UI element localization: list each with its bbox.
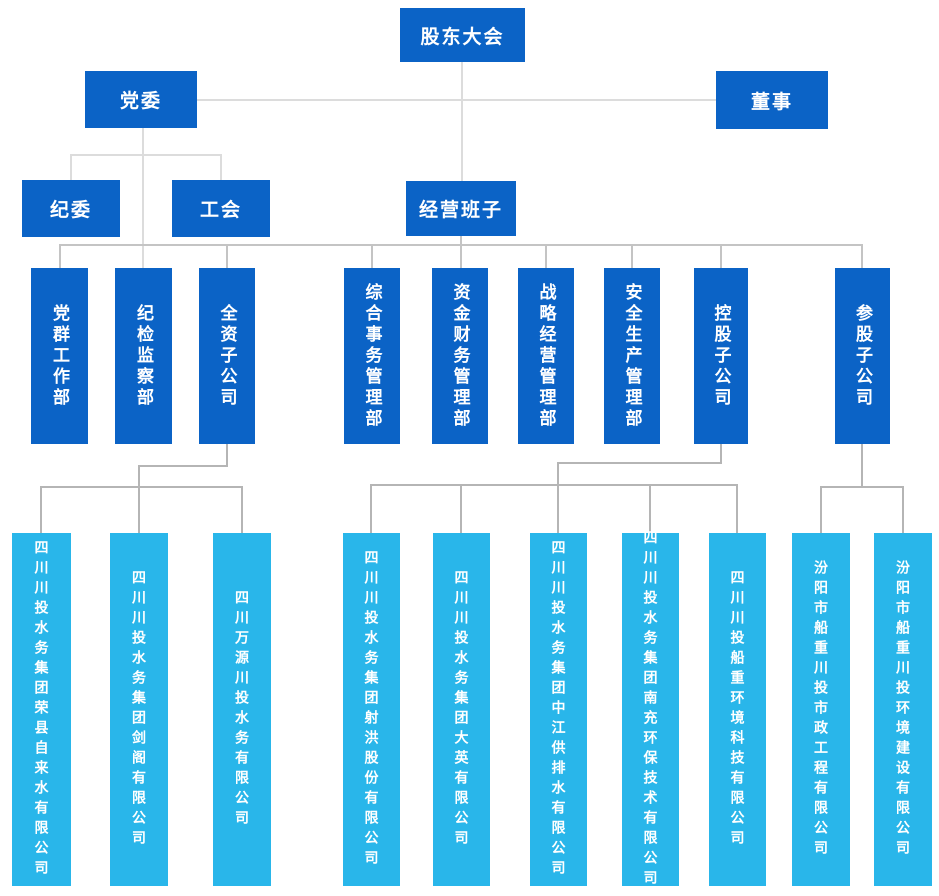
org-node-shareholders-meeting: 股东大会: [400, 8, 525, 62]
org-node-dept-fund-finance: 资金财务管理部: [432, 268, 488, 444]
org-node-label: 四川川投水务集团荣县自来水有限公司: [33, 539, 50, 880]
connector-line: [371, 244, 373, 268]
org-node-sub-rongxian-water: 四川川投水务集团荣县自来水有限公司: [12, 533, 71, 886]
connector-line: [720, 244, 722, 268]
connector-line: [861, 244, 863, 268]
org-node-party-committee: 党委: [85, 71, 197, 128]
connector-line: [460, 484, 462, 533]
org-node-label: 纪检监察部: [134, 303, 153, 409]
org-node-label: 纪委: [49, 200, 92, 221]
org-node-sub-jiange: 四川川投水务集团剑阁有限公司: [110, 533, 168, 886]
org-node-sub-chuanzhong-env-tech: 四川川投船重环境科技有限公司: [709, 533, 766, 886]
org-node-sub-fenyang-env-construction: 汾阳市船重川投环境建设有限公司: [874, 533, 932, 886]
org-node-labor-union: 工会: [172, 180, 270, 237]
org-node-label: 全资子公司: [217, 303, 237, 409]
connector-line: [40, 486, 243, 488]
connector-line: [59, 244, 61, 268]
org-node-label: 党群工作部: [50, 303, 69, 409]
connector-line: [461, 62, 463, 181]
connector-line: [649, 484, 651, 533]
connector-line: [370, 484, 372, 533]
org-node-label: 四川万源川投水务有限公司: [234, 589, 250, 830]
org-node-dept-party-mass-work: 党群工作部: [31, 268, 88, 444]
org-node-directors: 董事: [716, 71, 828, 129]
connector-line: [861, 444, 863, 488]
org-node-label: 党委: [119, 91, 162, 112]
org-node-dept-general-affairs: 综合事务管理部: [344, 268, 400, 444]
connector-line: [736, 484, 738, 533]
org-node-sub-zhongjiang: 四川川投水务集团中江供排水有限公司: [530, 533, 587, 886]
org-node-label: 经营班子: [418, 200, 503, 221]
org-node-sub-shehong: 四川川投水务集团射洪股份有限公司: [343, 533, 400, 886]
org-node-label: 参股子公司: [853, 303, 872, 409]
org-node-label: 四川川投船重环境科技有限公司: [729, 569, 746, 850]
connector-line: [720, 444, 722, 464]
org-node-label: 资金财务管理部: [450, 282, 470, 430]
org-node-dept-discipline-inspection: 纪检监察部: [115, 268, 172, 444]
connector-line: [138, 465, 228, 467]
connector-line: [902, 486, 904, 533]
org-node-participating-subsidiaries: 参股子公司: [835, 268, 890, 444]
connector-line: [40, 486, 42, 533]
connector-line: [197, 99, 716, 101]
connector-line: [820, 486, 904, 488]
connector-line: [545, 244, 547, 268]
org-node-dept-strategic-operation: 战略经营管理部: [518, 268, 574, 444]
org-node-label: 工会: [199, 200, 242, 221]
connector-line: [631, 244, 633, 268]
org-node-label: 四川川投水务集团剑阁有限公司: [131, 569, 147, 850]
org-node-label: 四川川投水务集团中江供排水有限公司: [550, 539, 567, 880]
org-node-holding-subsidiaries: 控股子公司: [694, 268, 748, 444]
connector-line: [460, 236, 462, 268]
connector-line: [820, 486, 822, 533]
connector-line: [226, 244, 228, 268]
org-node-label: 汾阳市船重川投环境建设有限公司: [895, 559, 911, 860]
connector-line: [138, 465, 140, 533]
org-node-label: 四川川投水务集团射洪股份有限公司: [363, 549, 380, 870]
org-node-label: 战略经营管理部: [536, 282, 556, 430]
org-node-label: 董事: [750, 91, 793, 113]
org-node-label: 四川川投水务集团南充环保技术有限公司: [642, 529, 659, 890]
connector-line: [70, 154, 222, 156]
org-node-discipline-committee: 纪委: [22, 180, 120, 237]
org-node-label: 综合事务管理部: [362, 282, 382, 430]
connector-line: [226, 444, 228, 467]
org-node-sub-nanchong-env: 四川川投水务集团南充环保技术有限公司: [622, 530, 679, 890]
connector-line: [557, 462, 559, 533]
org-node-dept-safety-production: 安全生产管理部: [604, 268, 660, 444]
org-node-label: 汾阳市船重川投市政工程有限公司: [813, 559, 829, 860]
org-node-label: 股东大会: [420, 26, 505, 48]
connector-line: [241, 486, 243, 533]
connector-line: [220, 154, 222, 180]
connector-line: [557, 462, 722, 464]
org-node-sub-daying: 四川川投水务集团大英有限公司: [433, 533, 490, 886]
org-node-wholly-owned-subsidiaries: 全资子公司: [199, 268, 255, 444]
org-node-label: 安全生产管理部: [622, 282, 642, 430]
connector-line: [142, 128, 144, 268]
connector-line: [370, 484, 738, 486]
connector-line: [70, 154, 72, 180]
connector-line: [59, 244, 863, 246]
org-node-sub-wanyuan: 四川万源川投水务有限公司: [213, 533, 271, 886]
org-node-management-team: 经营班子: [406, 181, 516, 236]
org-node-label: 四川川投水务集团大英有限公司: [453, 569, 470, 850]
org-node-label: 控股子公司: [711, 303, 731, 409]
org-node-sub-fenyang-municipal: 汾阳市船重川投市政工程有限公司: [792, 533, 850, 886]
